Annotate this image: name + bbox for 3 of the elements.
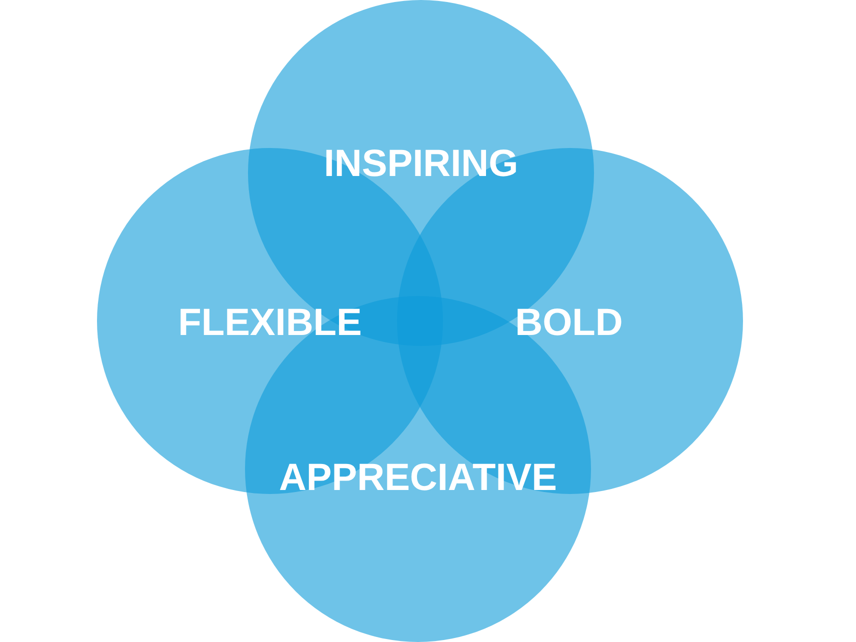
circle-label: BOLD — [515, 304, 623, 342]
circle-label: APPRECIATIVE — [279, 459, 557, 497]
circle-label: INSPIRING — [324, 145, 518, 183]
